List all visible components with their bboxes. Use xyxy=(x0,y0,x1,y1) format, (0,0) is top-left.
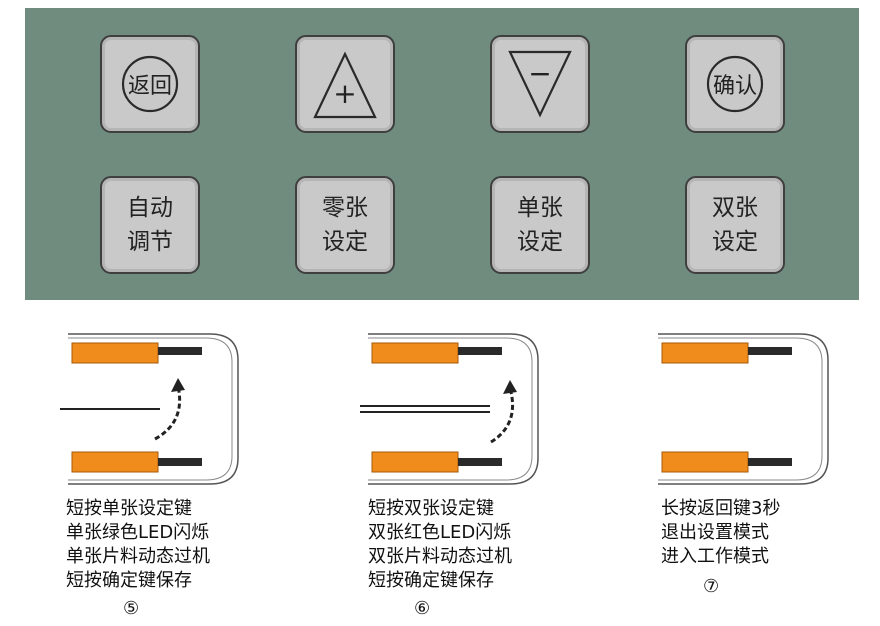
upper-sensor-tip xyxy=(748,347,792,355)
triangle-up-plus-icon xyxy=(313,51,377,119)
triangle-down-minus-icon xyxy=(508,50,572,118)
single-sheet-sensor-diagram xyxy=(60,333,239,485)
step-6-line-2: 双张红色LED闪烁 xyxy=(368,522,512,543)
return-key[interactable]: 返回 xyxy=(100,35,200,133)
circle-icon xyxy=(706,55,764,113)
pass-arrow-icon xyxy=(490,387,515,444)
return-key-label: 返回 xyxy=(127,74,172,99)
plus-key-label: + xyxy=(333,76,357,110)
step-6-line-4: 短按确定键保存 xyxy=(368,570,494,591)
upper-sensor-tip xyxy=(458,347,502,355)
double-sheet-set-key-line1: 双张 xyxy=(712,195,758,221)
minus-key-label: − xyxy=(528,56,552,90)
step-6-caption: 短按双张设定键 双张红色LED闪烁 双张片料动态过机 短按确定键保存 xyxy=(368,497,512,593)
lower-sensor-block xyxy=(661,451,749,473)
step-5-line-3: 单张片料动态过机 xyxy=(66,546,210,567)
lower-sensor-block xyxy=(71,451,159,473)
step-7-line-1: 长按返回键3秒 xyxy=(661,498,781,519)
upper-sensor-block xyxy=(71,342,159,364)
zero-sheet-set-key-line1: 零张 xyxy=(322,195,368,221)
step-7-line-3: 进入工作模式 xyxy=(661,546,769,567)
lower-sensor-block xyxy=(371,451,459,473)
auto-adjust-key-line2: 调节 xyxy=(127,229,173,255)
minus-key[interactable]: − xyxy=(490,35,590,133)
step-6-number: ⑥ xyxy=(414,598,431,619)
single-sheet-set-key-line2: 设定 xyxy=(517,229,563,255)
step-7-line-2: 退出设置模式 xyxy=(661,522,769,543)
step-7-number: ⑦ xyxy=(703,576,720,597)
upper-sensor-tip xyxy=(158,347,202,355)
step-5-line-1: 短按单张设定键 xyxy=(66,498,192,519)
idle-sensor-diagram xyxy=(658,333,829,485)
single-sheet-set-key-line1: 单张 xyxy=(517,195,563,221)
step-7-caption: 长按返回键3秒 退出设置模式 进入工作模式 xyxy=(661,497,780,569)
lower-sensor-tip xyxy=(458,458,502,466)
plus-key[interactable]: + xyxy=(295,35,395,133)
step-5-line-2: 单张绿色LED闪烁 xyxy=(66,522,210,543)
step-5-number: ⑤ xyxy=(123,598,140,619)
step-5-caption: 短按单张设定键 单张绿色LED闪烁 单张片料动态过机 短按确定键保存 xyxy=(66,497,210,593)
upper-sensor-block xyxy=(661,342,749,364)
double-sheet-sensor-diagram xyxy=(360,333,539,485)
single-sheet-set-key[interactable]: 单张 设定 xyxy=(490,176,590,274)
zero-sheet-set-key-line2: 设定 xyxy=(322,229,368,255)
lower-sensor-tip xyxy=(158,458,202,466)
step-5-line-4: 短按确定键保存 xyxy=(66,570,192,591)
double-sheet-set-key[interactable]: 双张 设定 xyxy=(685,176,785,274)
auto-adjust-key-line1: 自动 xyxy=(127,195,173,221)
double-sheet-set-key-line2: 设定 xyxy=(712,229,758,255)
keypad-panel: 返回 + − 确认 自动 调节 零张 设定 单张 设定 xyxy=(25,8,859,300)
step-6-line-3: 双张片料动态过机 xyxy=(368,546,512,567)
pass-arrow-icon xyxy=(154,385,182,441)
confirm-key[interactable]: 确认 xyxy=(685,35,785,133)
circle-icon xyxy=(121,55,179,113)
confirm-key-label: 确认 xyxy=(712,74,757,99)
lower-sensor-tip xyxy=(748,458,792,466)
step-6-line-1: 短按双张设定键 xyxy=(368,498,494,519)
auto-adjust-key[interactable]: 自动 调节 xyxy=(100,176,200,274)
zero-sheet-set-key[interactable]: 零张 设定 xyxy=(295,176,395,274)
upper-sensor-block xyxy=(371,342,459,364)
